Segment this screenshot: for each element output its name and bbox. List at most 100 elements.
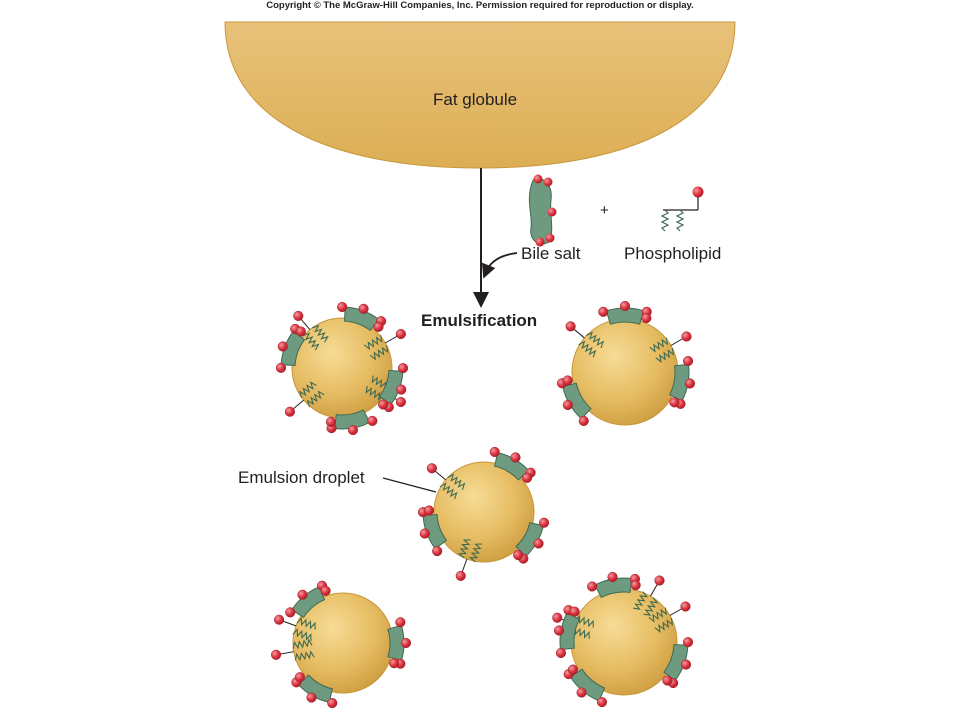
emulsion-droplet-label: Emulsion droplet [238,468,365,487]
hydrophilic-head [325,416,337,427]
phospholipid [363,328,406,361]
bile-salt [489,446,536,483]
hydrophilic-head [294,672,305,683]
hydrophilic-head [552,612,563,623]
bile-salt [387,617,412,669]
fat-globule-label: Fat globule [433,90,518,109]
phospholipid [455,539,482,581]
hydrophilic-head [270,649,282,660]
bile-salt [563,664,608,708]
hydrophilic-head [295,326,306,337]
hydrophilic-head [682,637,694,648]
hydrophilic-head [587,581,598,592]
phospholipid [270,638,315,662]
hydrophilic-head [395,617,406,628]
hydrophilic-head [373,321,384,332]
phospholipid [274,614,316,641]
hydrophilic-head [680,601,691,612]
droplet-top-left [275,301,409,436]
hydrophilic-head [337,301,348,313]
hydrophilic-head [684,378,696,389]
hydrophilic-head [396,384,407,395]
hydrophilic-head [683,355,694,367]
bile-salt [285,580,331,618]
hydrophilic-head [681,331,692,342]
phospholipid [565,321,605,358]
copyright-notice: Copyright © The McGraw-Hill Companies, I… [266,0,694,11]
hydrophilic-head [327,697,338,709]
hydrophilic-head [533,538,544,549]
phospholipid [633,575,665,616]
bile-salt [291,672,338,709]
hydrophilic-head [274,614,285,625]
hydrophilic-head [513,550,524,561]
hydrophilic-head [306,692,317,703]
droplet-top-right [556,300,696,426]
hydrophilic-head [426,463,437,474]
bile-salt-label: Bile salt [521,244,581,263]
emulsification-label: Emulsification [421,311,538,330]
hydrophilic-head [284,406,295,417]
hydrophilic-head [562,375,573,386]
hydrophilic-head [630,580,641,591]
hydrophilic-head [680,659,692,670]
hydrophilic-head [397,363,409,374]
bile-salt-arrow [481,252,518,279]
bile-salt [598,300,652,325]
hydrophilic-head [576,687,587,698]
hydrophilic-head [567,664,579,675]
hydrophilic-head [455,570,466,581]
bile-salt [662,637,694,689]
bile-salt [553,605,580,659]
hydrophilic-head [662,675,673,686]
hydrophilic-head [419,528,430,539]
hydrophilic-head [565,321,576,332]
phospholipid-label: Phospholipid [624,244,722,263]
hydrophilic-head [320,585,331,596]
plus-sign: + [600,202,609,219]
hydrophilic-head [275,362,287,373]
bile-salt [513,517,550,564]
hydrophilic-head [641,313,652,324]
phospholipid [648,601,691,633]
bile-salt [275,323,306,373]
bile-salt [669,355,696,409]
bile-salt [325,409,378,436]
hydrophilic-head [389,658,400,669]
hydrophilic-head [654,575,665,586]
hydrophilic-head [538,517,550,528]
hydrophilic-head [400,637,412,649]
bile-salt [417,505,447,557]
hydrophilic-head [432,546,443,557]
hydrophilic-head [510,452,521,463]
hydrophilic-head [569,606,580,617]
hydrophilic-head [395,396,406,408]
hydrophilic-head [596,697,608,708]
bile-salt [337,301,387,332]
fat-globule [224,21,736,169]
hydrophilic-head [347,424,358,436]
hydrophilic-head [423,505,435,516]
hydrophilic-head [358,303,369,314]
legend-phospholipid-icon [660,186,704,232]
hydrophilic-head [555,647,566,659]
bile-salt [378,363,409,413]
hydrophilic-head [489,446,500,458]
hydrophilic-head [277,341,288,352]
bile-salt [556,375,592,426]
hydrophilic-head [619,300,631,312]
hydrophilic-head [607,571,618,583]
hydrophilic-head [553,625,565,636]
emulsion-droplet-pointer [382,477,437,493]
hydrophilic-head [293,310,304,321]
phospholipid [649,331,692,363]
phospholipid [284,381,325,417]
hydrophilic-head [669,397,680,408]
droplet-bottom-left [270,580,412,709]
hydrophilic-head [522,472,533,483]
phospholipid [426,463,466,500]
droplet-center [417,446,550,581]
hydrophilic-head [367,415,378,426]
